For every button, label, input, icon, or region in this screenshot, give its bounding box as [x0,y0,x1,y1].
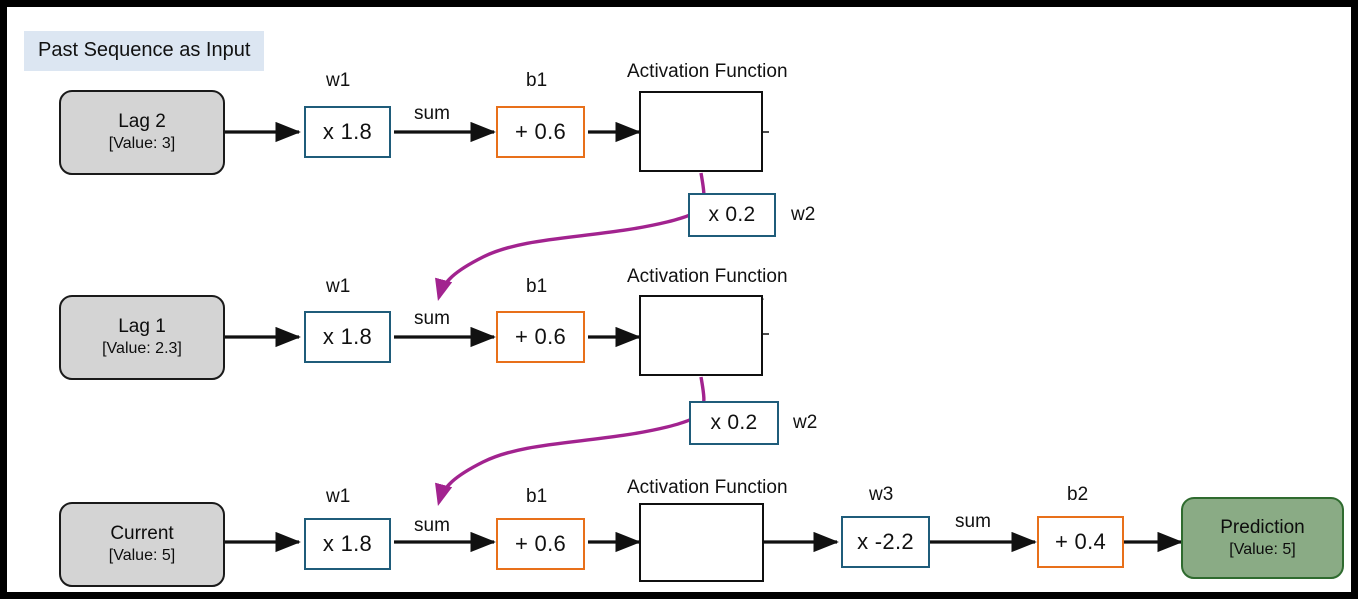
w2-label-row1: w2 [791,204,816,225]
sum-label-2-row3: sum [955,511,991,532]
activation-plot-box-row3 [639,503,764,582]
sum-label-row1: sum [414,103,450,124]
input-node-value: [Value: 3] [108,135,176,153]
b2-label-row3: b2 [1067,484,1089,505]
input-node-title: Lag 2 [118,111,166,133]
b1-label-row3: b1 [526,486,548,507]
w2-box-row1[interactable]: x 0.2 [688,193,776,237]
w3-label-row3: w3 [869,484,894,505]
b1-label-row1: b1 [526,70,548,91]
input-node-value: [Value: 5] [108,547,176,565]
w1-box-row2[interactable]: x 1.8 [304,311,391,363]
page-title: Past Sequence as Input [24,31,265,71]
activation-label-row3: Activation Function [627,477,788,498]
input-node-lag2[interactable]: Lag 2 [Value: 3] [59,90,225,175]
w1-box-row3[interactable]: x 1.8 [304,518,391,570]
output-node-prediction[interactable]: Prediction [Value: 5] [1181,497,1344,579]
output-node-value: [Value: 5] [1229,540,1296,558]
output-node-title: Prediction [1220,516,1305,538]
w1-box-row1[interactable]: x 1.8 [304,106,391,158]
w3-box-row3[interactable]: x -2.2 [841,516,930,568]
activation-label-row1: Activation Function [627,61,788,82]
activation-plot-box-row1 [639,91,763,172]
b1-box-row1[interactable]: + 0.6 [496,106,585,158]
w2-label-row2: w2 [793,412,818,433]
w2-box-row2[interactable]: x 0.2 [689,401,779,445]
b1-label-row2: b1 [526,276,548,297]
b1-box-row3[interactable]: + 0.6 [496,518,585,570]
sum-label-row3: sum [414,515,450,536]
w1-label-row2: w1 [326,276,351,297]
sum-label-row2: sum [414,308,450,329]
activation-plot-box-row2 [639,295,763,376]
input-node-current[interactable]: Current [Value: 5] [59,502,225,587]
input-node-title: Lag 1 [118,316,166,338]
b2-box-row3[interactable]: + 0.4 [1037,516,1124,568]
input-node-lag1[interactable]: Lag 1 [Value: 2.3] [59,295,225,380]
w1-label-row1: w1 [326,70,351,91]
activation-label-row2: Activation Function [627,266,788,287]
b1-box-row2[interactable]: + 0.6 [496,311,585,363]
w1-label-row3: w1 [326,486,351,507]
input-node-title: Current [110,523,174,545]
input-node-value: [Value: 2.3] [102,340,182,358]
